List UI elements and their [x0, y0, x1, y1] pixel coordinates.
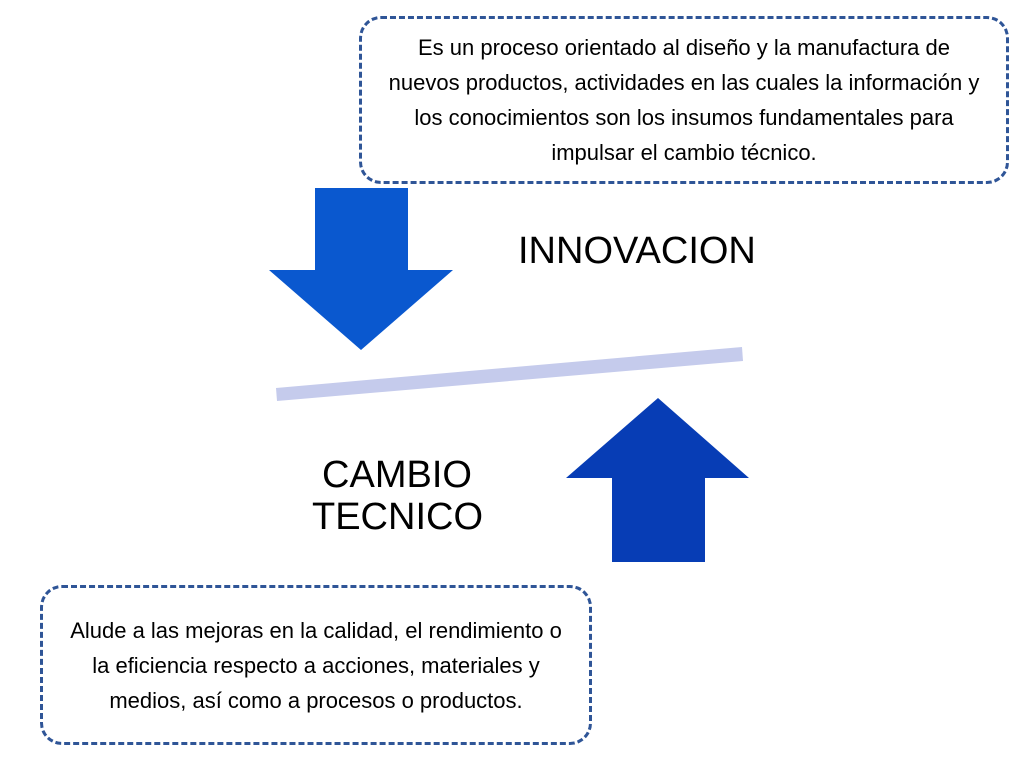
innovacion-definition-box: Es un proceso orientado al diseño y la m… [359, 16, 1009, 184]
arrow-up-icon [566, 398, 749, 562]
cambio-tecnico-label: CAMBIO TECNICO [312, 454, 483, 538]
cambio-label-line-1: CAMBIO [322, 454, 472, 496]
cambio-tecnico-definition-text: Alude a las mejoras en la calidad, el re… [70, 617, 562, 713]
innovacion-definition-text: Es un proceso orientado al diseño y la m… [388, 35, 980, 165]
cambio-label-line-2: TECNICO [312, 496, 483, 538]
arrow-down-icon [269, 188, 453, 350]
balance-bar [276, 347, 743, 401]
cambio-tecnico-definition-box: Alude a las mejoras en la calidad, el re… [40, 585, 592, 745]
innovacion-label: INNOVACION [518, 230, 756, 272]
